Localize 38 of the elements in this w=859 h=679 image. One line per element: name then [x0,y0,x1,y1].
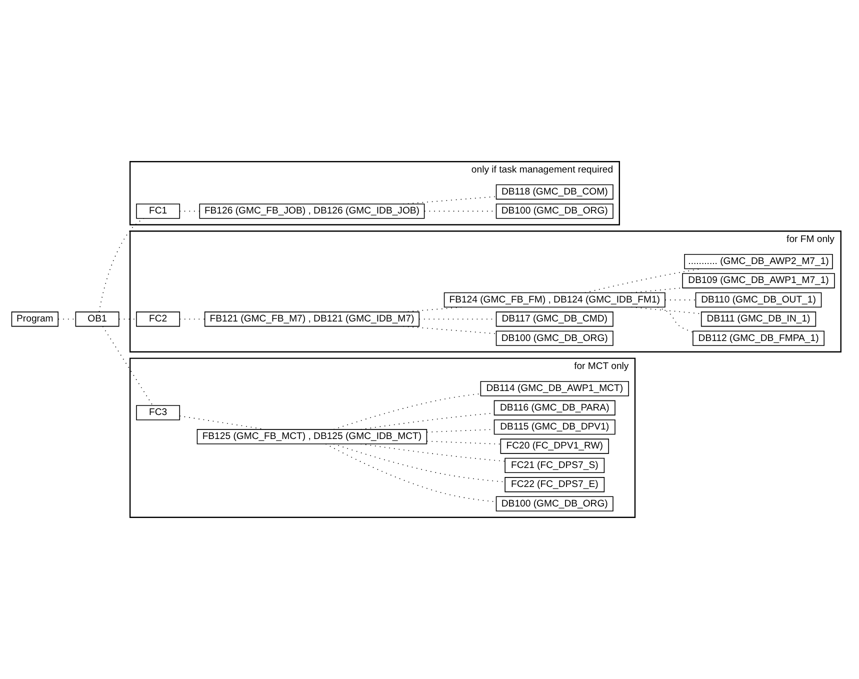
node-box: DB116 (GMC_DB_PARA) [494,400,616,416]
node-box: DB109 (GMC_DB_AWP1_M7_1) [682,273,835,288]
node-box: DB111 (GMC_DB_IN_1) [700,312,816,327]
connector [333,444,506,482]
connector [179,416,266,430]
node-box: DB117 (GMC_DB_CMD) [496,312,614,327]
node-box: ........... (GMC_DB_AWP2_M7_1) [684,254,833,270]
node-box: Program [11,312,58,327]
node-box: DB100 (GMC_DB_ORG) [496,496,614,512]
node-box: FB125 (GMC_FB_MCT) , DB125 (GMC_IDB_MCT) [196,429,428,444]
connector [402,326,497,334]
connector [402,196,497,204]
node-box: DB110 (GMC_DB_OUT_1) [695,292,822,308]
node-box: FC1 [136,204,180,219]
connector [102,326,154,406]
connector [630,306,702,314]
connector [657,306,694,333]
connector [426,440,501,445]
node-box: FC22 (FC_DPS7_E) [504,477,605,492]
node-box: FB124 (GMC_FB_FM) , DB124 (GMC_IDB_FM1) [444,292,666,308]
node-box: DB112 (GMC_DB_FMPA_1) [692,330,824,346]
node-box: FB121 (GMC_FB_M7) , DB121 (GMC_IDB_M7) [204,312,420,327]
node-box: FB126 (GMC_FB_JOB) , DB126 (GMC_IDB_JOB) [199,204,425,219]
node-box: FC2 [136,312,180,327]
node-box: DB118 (GMC_DB_COM) [496,184,614,200]
connector [98,218,144,312]
node-box: FC20 (FC_DPV1_RW) [500,438,609,454]
connector [360,443,506,462]
node-box: DB100 (GMC_DB_ORG) [496,204,614,219]
node-box: FC21 (FC_DPS7_S) [504,458,605,474]
node-box: OB1 [75,312,120,327]
node-box: DB100 (GMC_DB_ORG) [496,330,614,346]
connector [333,393,481,430]
connector [630,287,683,294]
connector [402,306,464,312]
node-box: DB115 (GMC_DB_DPV1) [494,419,616,435]
node-box: DB114 (GMC_DB_AWP1_MCT) [480,381,629,396]
node-box: FC3 [136,405,180,420]
